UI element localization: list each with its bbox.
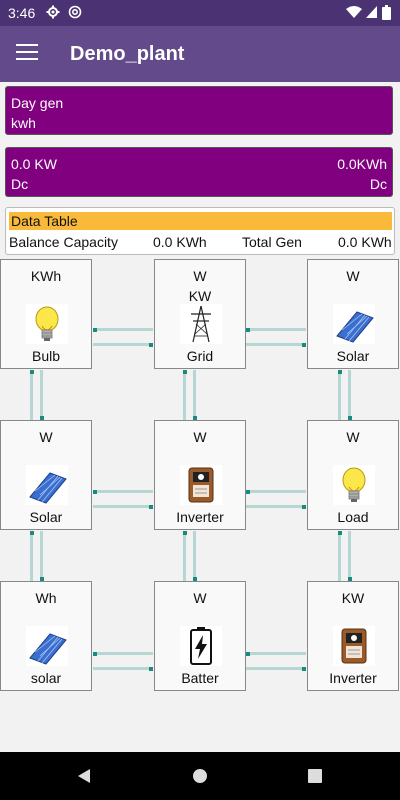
connector-solar-load (336, 370, 354, 420)
tower-icon (180, 304, 222, 344)
node-unit: W (346, 268, 360, 284)
recents-icon[interactable] (308, 769, 322, 783)
node-label: solar (30, 670, 62, 686)
node-label: Inverter (176, 509, 224, 525)
connector-grid-inverter (181, 370, 199, 420)
node-unit: W (193, 429, 207, 445)
connector-grid-solar (246, 326, 306, 347)
node-solar-top[interactable]: W Solar (307, 259, 399, 369)
total-gen-label: Total Gen (242, 234, 302, 250)
power-left-value: 0.0 KW (11, 156, 57, 172)
solar-panel-icon (26, 626, 68, 666)
solar-panel-icon (26, 465, 68, 505)
connector-inverter-battery (181, 531, 199, 581)
node-inverter[interactable]: W Inverter (154, 420, 246, 530)
connector-solar-battery (93, 650, 153, 671)
bulb-icon (333, 465, 375, 505)
node-load[interactable]: W Load (307, 420, 399, 530)
navigation-bar (0, 752, 400, 800)
solar-panel-icon (333, 304, 375, 344)
balance-capacity-value: 0.0 KWh (153, 234, 207, 250)
node-unit: KW (341, 590, 365, 606)
connector-bulb-solar (28, 370, 46, 420)
total-gen-value: 0.0 KWh (338, 234, 392, 250)
node-battery[interactable]: W Batter (154, 581, 246, 691)
node-unit: W (39, 429, 53, 445)
status-bar: 3:46 (0, 0, 400, 26)
inverter-icon (180, 465, 222, 505)
inverter-icon (333, 626, 375, 666)
node-unit: W (346, 429, 360, 445)
node-grid[interactable]: W KW Grid (154, 259, 246, 369)
back-icon[interactable] (76, 768, 92, 784)
gear-icon (46, 5, 60, 19)
node-bulb[interactable]: KWh Bulb (0, 259, 92, 369)
node-solar-bottom[interactable]: Wh solar (0, 581, 92, 691)
page-title: Demo_plant (70, 43, 185, 65)
data-table: Data Table Balance Capacity 0.0 KWh Tota… (5, 207, 395, 255)
battery-status-icon (382, 5, 391, 20)
connector-solar-inverter (93, 488, 153, 509)
node-inverter-bottom[interactable]: KW Inverter (307, 581, 399, 691)
node-unit-secondary: KW (188, 288, 212, 304)
node-label: Grid (186, 348, 214, 364)
balance-capacity-label: Balance Capacity (9, 234, 118, 250)
day-gen-panel: Day gen kwh (5, 86, 393, 135)
connector-solar-solar (28, 531, 46, 581)
wifi-icon (346, 6, 362, 18)
menu-icon[interactable] (16, 44, 38, 62)
at-sign-icon (68, 5, 82, 19)
node-unit: W (193, 590, 207, 606)
connector-inverter-load (246, 488, 306, 509)
day-gen-label: Day gen (11, 95, 64, 111)
node-label: Solar (29, 509, 63, 525)
connector-battery-inverter (246, 650, 306, 671)
bulb-icon (26, 304, 68, 344)
battery-icon (180, 626, 222, 666)
node-label: Load (337, 509, 369, 525)
signal-icon (366, 6, 377, 18)
node-label: Solar (336, 348, 370, 364)
node-unit: KWh (30, 268, 62, 284)
app-bar: Demo_plant (0, 26, 400, 82)
data-table-title: Data Table (9, 212, 392, 230)
home-icon[interactable] (192, 768, 208, 784)
power-left-label: Dc (11, 176, 29, 192)
day-gen-unit: kwh (11, 115, 36, 131)
node-label: Inverter (329, 670, 377, 686)
connector-bulb-grid (93, 326, 153, 347)
power-right-value: 0.0KWh (337, 156, 387, 172)
node-label: Bulb (31, 348, 61, 364)
status-time: 3:46 (8, 5, 36, 21)
power-right-label: Dc (369, 176, 387, 192)
node-unit: W (193, 268, 207, 284)
connector-load-inverter (336, 531, 354, 581)
power-panel: 0.0 KW 0.0KWh Dc Dc (5, 147, 393, 197)
node-label: Batter (181, 670, 219, 686)
node-unit: Wh (35, 590, 57, 606)
node-solar[interactable]: W Solar (0, 420, 92, 530)
